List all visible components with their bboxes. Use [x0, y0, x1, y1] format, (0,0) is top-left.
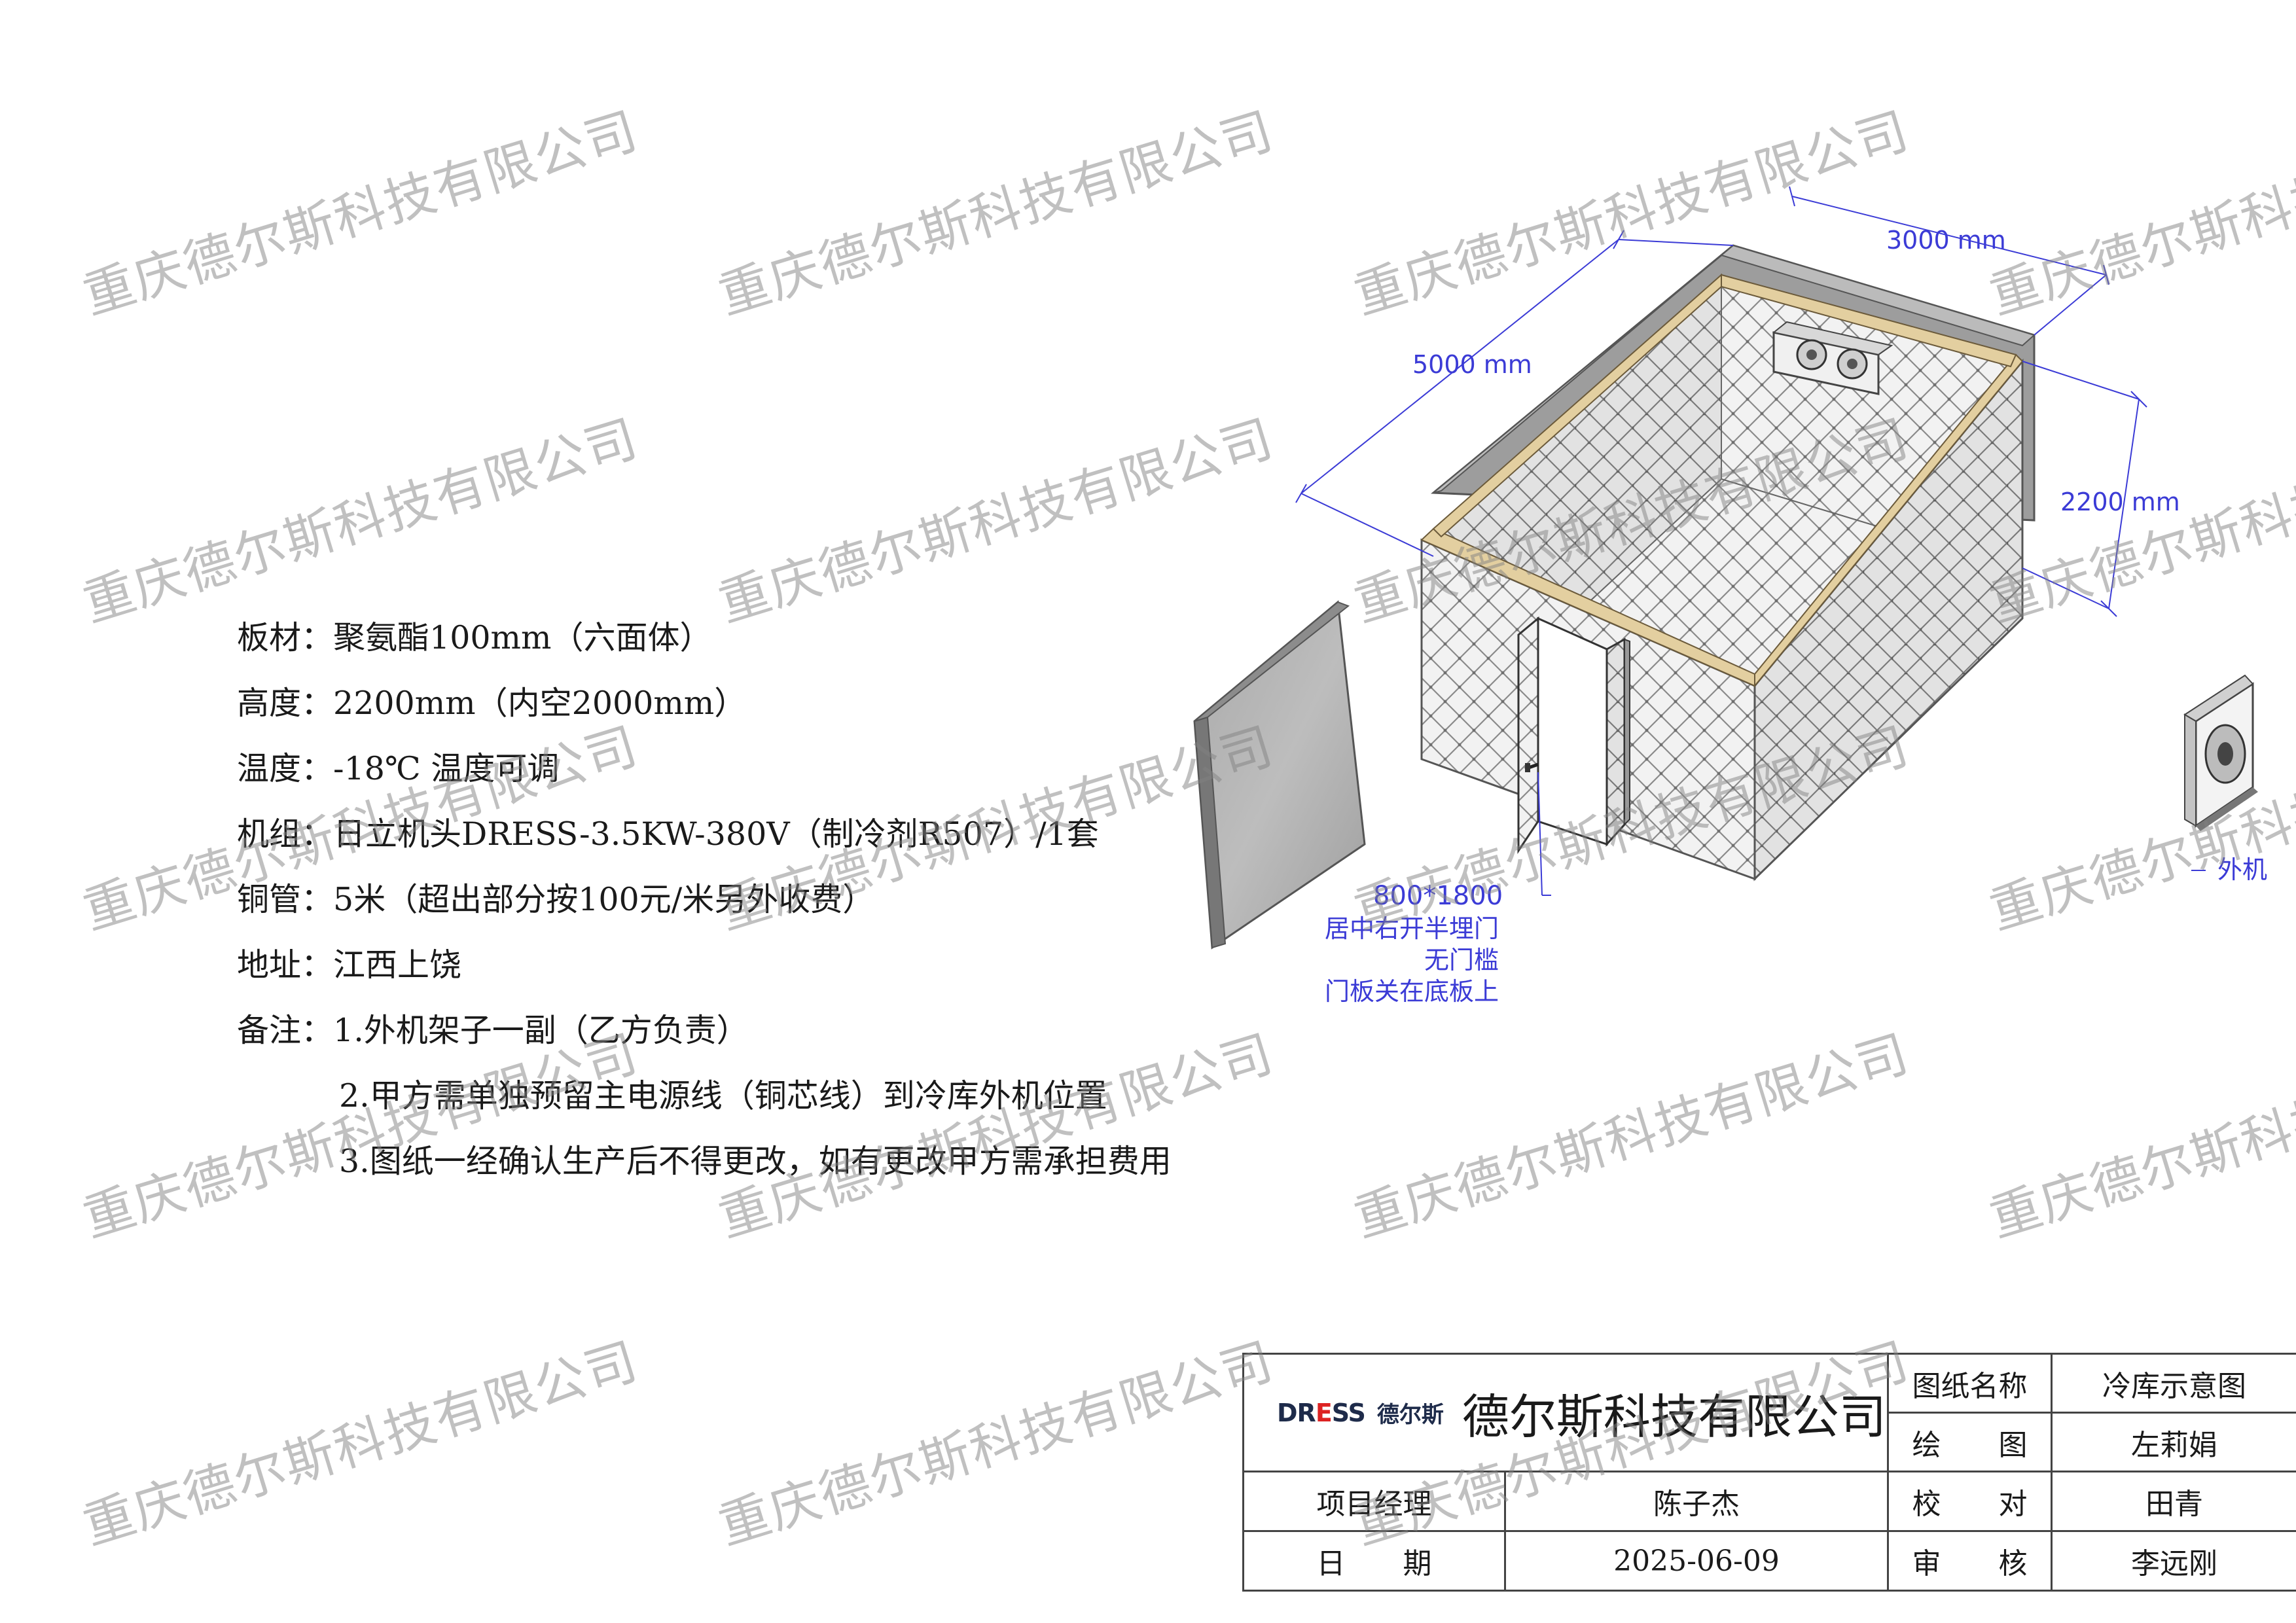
- dim-width-label: 3000 mm: [1886, 226, 2006, 255]
- dimension-lines: [1295, 186, 2206, 896]
- reviewer-name: 李远刚: [2051, 1530, 2296, 1592]
- pm-label: 项目经理: [1242, 1471, 1506, 1532]
- title-block: DRESS 德尔斯 德尔斯科技有限公司 图纸名称 冷库示意图 绘 图 左莉娟 项…: [1242, 1353, 2296, 1592]
- outdoor-unit: [2183, 674, 2258, 831]
- drawn-label: 绘 图: [1887, 1412, 2053, 1472]
- door-note-1: 居中右开半埋门: [1325, 914, 1499, 943]
- door-note-3: 门板关在底板上: [1325, 977, 1499, 1006]
- date-label: 日 期: [1242, 1530, 1506, 1592]
- dim-height-label: 2200 mm: [2060, 488, 2180, 516]
- watermark: 重庆德尔斯科技有限公司: [77, 1331, 645, 1557]
- door: [1517, 616, 1630, 854]
- drawn-by: 左莉娟: [2051, 1412, 2296, 1472]
- watermark: 重庆德尔斯科技有限公司: [77, 408, 645, 634]
- spec-address: 地址：江西上饶: [237, 946, 462, 984]
- watermark: 重庆德尔斯科技有限公司: [77, 101, 645, 327]
- date-value: 2025-06-09: [1504, 1530, 1889, 1592]
- spec-remark-1: 备注：1.外机架子一副（乙方负责）: [237, 1012, 749, 1049]
- checker-name: 田青: [2051, 1471, 2296, 1532]
- spec-list: 板材：聚氨酯100mm（六面体） 高度：2200mm（内空2000mm） 温度：…: [237, 605, 1172, 1194]
- watermark: 重庆德尔斯科技有限公司: [712, 1331, 1281, 1557]
- company-logo: DRESS: [1277, 1398, 1366, 1427]
- spec-remark-2: 2.甲方需单独预留主电源线（铜芯线）到冷库外机位置: [339, 1077, 1107, 1115]
- drawing-name: 冷库示意图: [2051, 1353, 2296, 1414]
- dim-length-label: 5000 mm: [1412, 350, 1532, 379]
- loose-panel: [1193, 600, 1366, 950]
- review-label: 审 核: [1887, 1530, 2053, 1592]
- outdoor-unit-label: 外机: [2217, 855, 2267, 884]
- door-size-label: 800*1800: [1373, 881, 1503, 911]
- evaporator-unit: [1772, 321, 1893, 395]
- spec-panel: 板材：聚氨酯100mm（六面体）: [237, 619, 712, 656]
- company-logo-cn: 德尔斯: [1376, 1402, 1444, 1428]
- spec-temperature: 温度：-18℃ 温度可调: [237, 750, 560, 787]
- spec-remark-3: 3.图纸一经确认生产后不得更改，如有更改甲方需承担费用: [339, 1143, 1172, 1180]
- company-cell: DRESS 德尔斯 德尔斯科技有限公司: [1242, 1353, 1889, 1472]
- pm-name: 陈子杰: [1504, 1471, 1889, 1532]
- spec-height: 高度：2200mm（内空2000mm）: [237, 685, 747, 722]
- cold-room-drawing: 5000 mm 3000 mm 2200 mm 外机 800*1800 居中右开…: [1172, 183, 2296, 1054]
- check-label: 校 对: [1887, 1471, 2053, 1532]
- spec-unit: 机组：日立机头DRESS-3.5KW-380V（制冷剂R507）/1套: [237, 815, 1099, 853]
- spec-copper-pipe: 铜管：5米（超出部分按100元/米另外收费）: [237, 881, 875, 918]
- company-name: 德尔斯科技有限公司: [1462, 1389, 1886, 1444]
- door-note-2: 无门槛: [1424, 946, 1499, 974]
- drawing-name-label: 图纸名称: [1887, 1353, 2053, 1414]
